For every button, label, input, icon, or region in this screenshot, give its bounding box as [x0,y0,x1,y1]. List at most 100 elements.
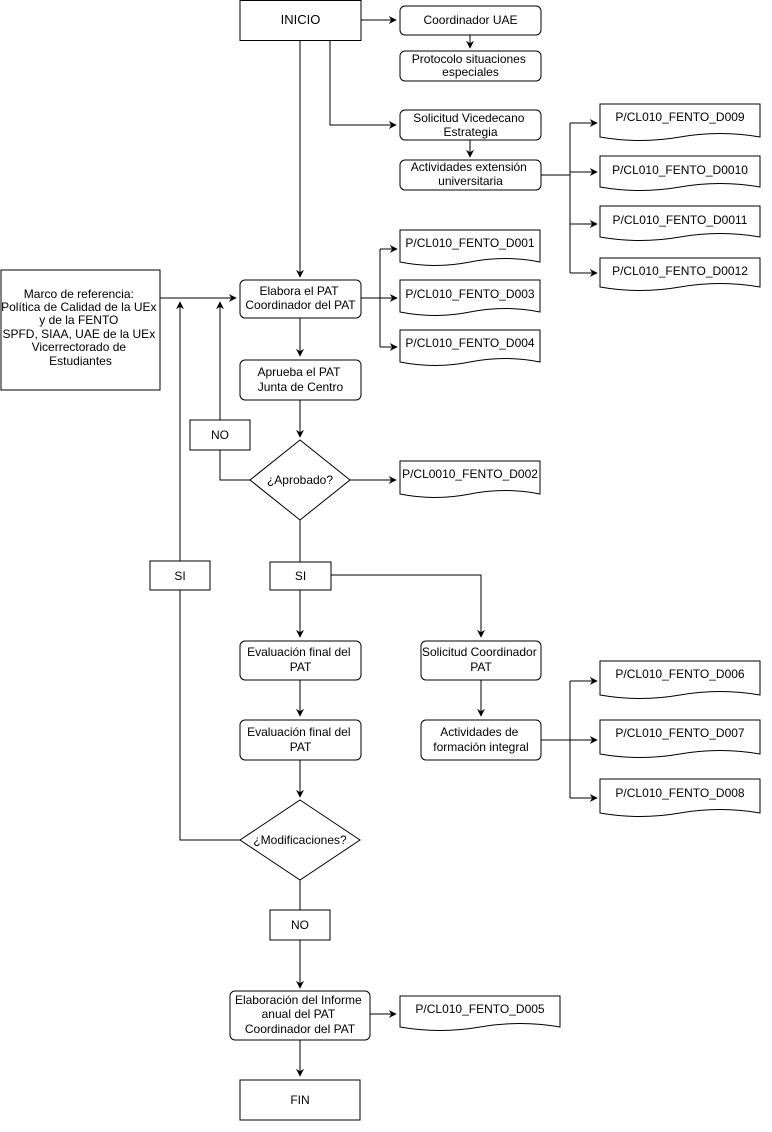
marco-referencia-label: Marco de referencia: Política de Calidad… [1,287,160,368]
extension-line-1: Actividades extensión [411,160,527,174]
document-d005-label: P/CL010_FENTO_D005 [415,1002,545,1016]
informe-anual-node: Elaboración del Informe anual del PAT Co… [229,990,371,1041]
marco-line-1: Marco de referencia: [24,287,134,301]
edge-to-d009 [569,123,597,273]
evaluacion-2-line-1: Evaluación final del [247,725,350,739]
no-label-aprobado: NO [189,419,251,451]
no-label-modificaciones-text: NO [291,918,309,932]
formacion-node: Actividades de formación integral [420,719,542,761]
document-d009: P/CL010_FENTO_D009 [599,103,761,141]
document-d006-label: P/CL010_FENTO_D006 [615,667,745,681]
solicitud-coordinador-line-2: PAT [470,660,492,674]
marco-line-4: SPFD, SIAA, UAE de la UEx [2,327,155,341]
solicitud-coordinador-node: Solicitud Coordinador PAT [420,640,542,681]
no-label-aprobado-text: NO [211,428,229,442]
evaluacion-2-label: Evaluación final del PAT [247,725,354,754]
elabora-pat-label: Elabora el PAT Coordinador del PAT [245,284,356,312]
evaluacion-2-node: Evaluación final del PAT [239,719,362,761]
protocolo-line-1: Protocolo situaciones [412,52,526,66]
marco-referencia-node: Marco de referencia: Política de Calidad… [0,269,161,391]
evaluacion-1-node: Evaluación final del PAT [239,640,362,681]
informe-line-1: Elaboración del Informe [235,993,362,1007]
elabora-line-1: Elabora el PAT [259,284,339,298]
edge-modificaciones-si-loop [176,301,240,841]
document-d001-label: P/CL010_FENTO_D001 [405,236,535,250]
document-d004-label: P/CL010_FENTO_D004 [405,336,535,350]
protocolo-line-2: especiales [442,65,499,79]
document-d002: P/CL0010_FENTO_D002 [399,460,541,498]
marco-line-6: Estudiantes [49,354,112,368]
formacion-line-2: formación integral [433,740,528,754]
si-label-mid: SI [269,561,332,591]
document-d0011: P/CL010_FENTO_D0011 [599,205,761,241]
elabora-line-2: Coordinador del PAT [245,298,356,312]
document-d004: P/CL010_FENTO_D004 [399,329,541,366]
vicedecano-node: Solicitud Vicedecano Estrategia [399,109,542,141]
coordinador-uae-label: Coordinador UAE [423,13,517,27]
end-node: FIN [239,1079,361,1121]
informe-line-3: Coordinador del PAT [245,1022,356,1036]
document-d0011-label: P/CL010_FENTO_D0011 [613,213,748,227]
solicitud-coordinador-label: Solicitud Coordinador PAT [422,645,540,674]
documents: P/CL010_FENTO_D009 P/CL010_FENTO_D0010 P… [399,103,761,1031]
no-label-modificaciones: NO [269,909,331,941]
si-label-left: SI [149,560,211,591]
connectors [160,16,597,1077]
document-d007-label: P/CL010_FENTO_D007 [615,726,745,740]
aprobado-label: ¿Aprobado? [267,473,333,487]
vicedecano-label: Solicitud Vicedecano Estrategia [413,111,528,139]
document-d002-label: P/CL0010_FENTO_D002 [402,467,538,481]
formacion-line-1: Actividades de [440,725,518,739]
nodes: INICIO Coordinador UAE Protocolo situaci… [0,0,542,1121]
si-label-left-text: SI [174,569,185,583]
modificaciones-decision: ¿Modificaciones? [239,799,361,881]
modificaciones-label: ¿Modificaciones? [253,833,347,847]
protocolo-node: Protocolo situaciones especiales [399,50,542,82]
elabora-pat-node: Elabora el PAT Coordinador del PAT [239,279,362,319]
evaluacion-1-label: Evaluación final del PAT [247,645,354,674]
end-label: FIN [290,1093,309,1107]
solicitud-coordinador-line-1: Solicitud Coordinador [422,645,537,659]
aprueba-pat-label: Aprueba el PAT Junta de Centro [257,365,343,394]
si-label-mid-text: SI [295,569,306,583]
extension-node: Actividades extensión universitaria [399,159,542,191]
informe-anual-label: Elaboración del Informe anual del PAT Co… [235,993,365,1036]
aprobado-decision: ¿Aprobado? [249,439,351,521]
start-node: INICIO [239,0,362,41]
document-d003: P/CL010_FENTO_D003 [399,279,541,316]
vicedecano-line-1: Solicitud Vicedecano [413,111,525,125]
informe-line-2: anual del PAT [262,1007,336,1021]
aprueba-line-2: Junta de Centro [258,380,344,394]
protocolo-label: Protocolo situaciones especiales [412,52,529,79]
marco-line-5: Vicerrectorado de [32,340,127,354]
marco-line-2: Política de Calidad de la UEx [1,300,156,314]
document-d0010: P/CL010_FENTO_D0010 [599,155,761,191]
document-d008-label: P/CL010_FENTO_D008 [615,786,745,800]
aprueba-pat-node: Aprueba el PAT Junta de Centro [239,359,362,401]
document-d0010-label: P/CL010_FENTO_D0010 [612,163,748,177]
document-d001: P/CL010_FENTO_D001 [399,229,541,266]
evaluacion-1-line-2: PAT [290,660,312,674]
coordinador-uae-node: Coordinador UAE [399,5,542,36]
document-d006: P/CL010_FENTO_D006 [599,660,761,699]
evaluacion-1-line-1: Evaluación final del [247,645,350,659]
document-d007: P/CL010_FENTO_D007 [599,719,761,758]
start-label: INICIO [281,12,321,27]
edge-inicio-vicedecano [329,40,397,129]
marco-line-3: y de la FENTO [39,313,118,327]
aprueba-line-1: Aprueba el PAT [257,365,341,379]
edge-aprobado-no-loop [216,301,250,481]
document-d009-label: P/CL010_FENTO_D009 [615,110,745,124]
document-d003-label: P/CL010_FENTO_D003 [405,287,535,301]
vicedecano-line-2: Estrategia [443,125,497,139]
edge-si-solicitud [331,574,485,638]
extension-label: Actividades extensión universitaria [411,160,530,188]
formacion-label: Actividades de formación integral [433,725,528,754]
document-d0012: P/CL010_FENTO_D0012 [599,257,761,291]
document-d0012-label: P/CL010_FENTO_D0012 [612,264,748,278]
evaluacion-2-line-2: PAT [290,740,312,754]
document-d008: P/CL010_FENTO_D008 [599,778,761,817]
document-d005: P/CL010_FENTO_D005 [399,995,561,1031]
extension-line-2: universitaria [438,174,503,188]
